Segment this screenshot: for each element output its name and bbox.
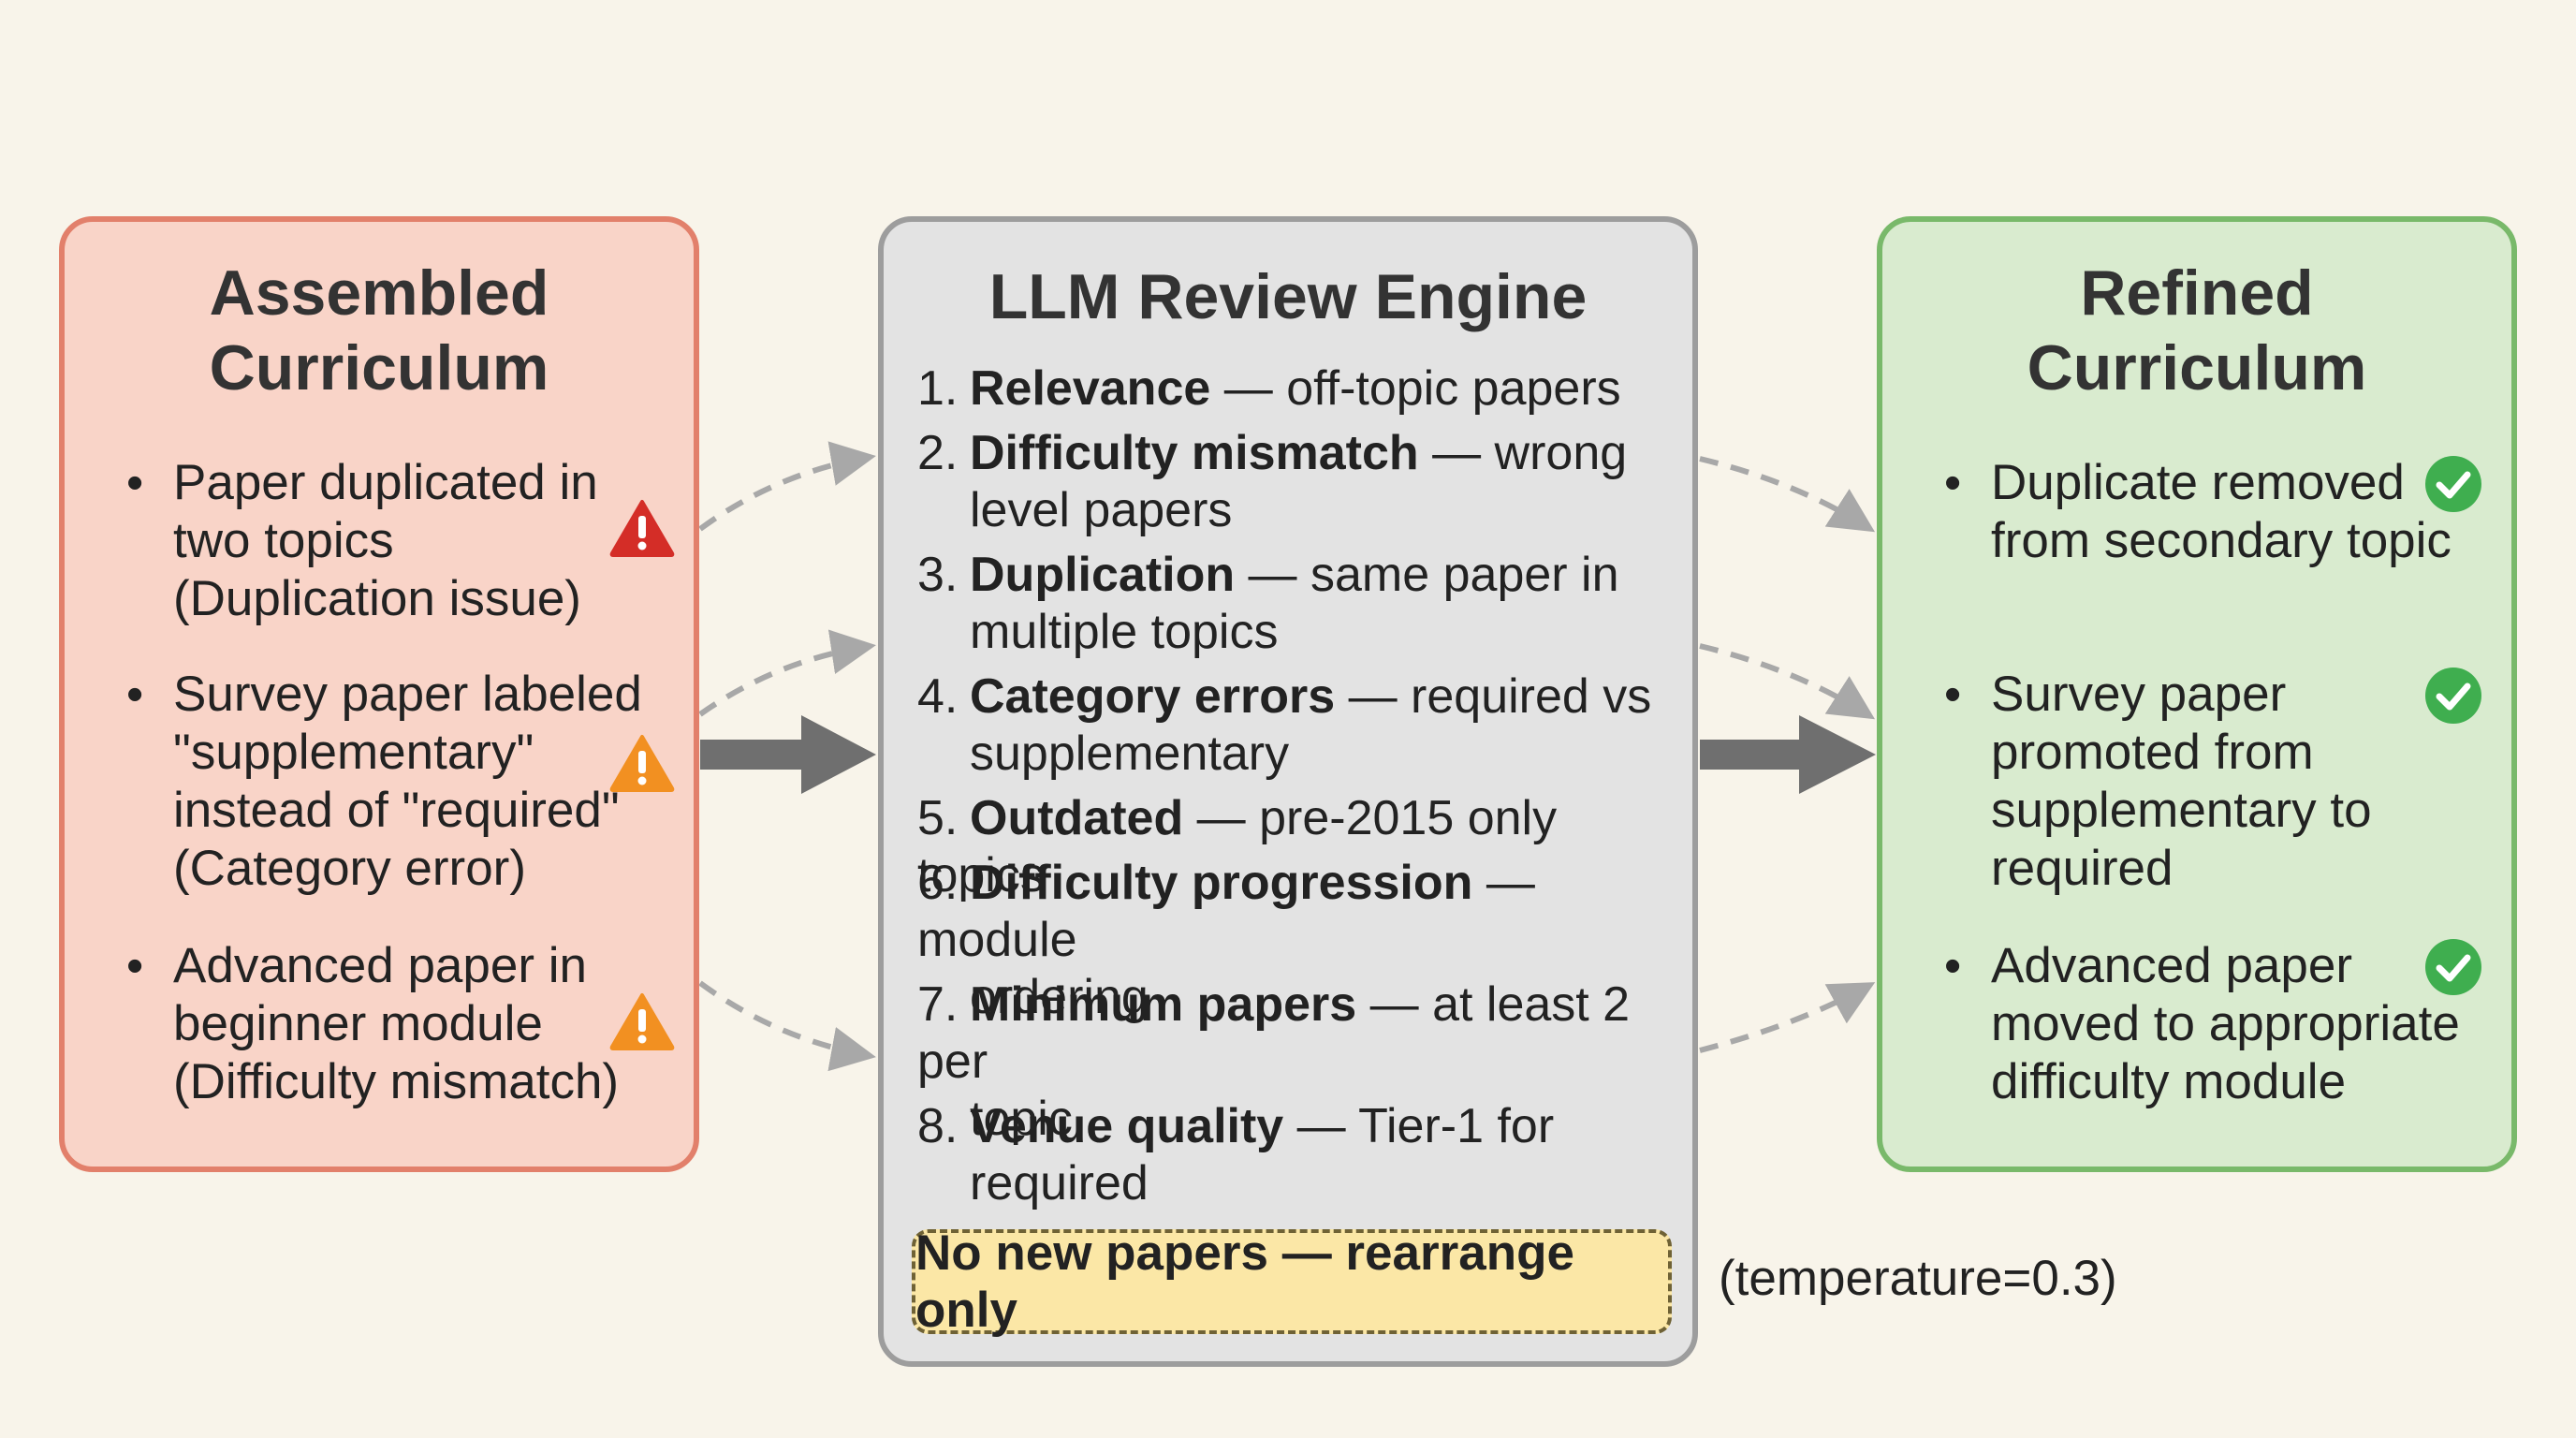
check-circle-icon: [2425, 668, 2481, 724]
panel-title: Refined Curriculum: [1882, 256, 2511, 405]
title-line-1: Assembled: [209, 257, 549, 329]
warning-orange-icon: [609, 993, 675, 1050]
review-criterion: 3.Duplication — same paper in multiple t…: [917, 548, 1619, 659]
panel-title: LLM Review Engine: [988, 261, 1588, 332]
refined-curriculum-panel: Refined Curriculum • Duplicate removed f…: [1877, 216, 2517, 1172]
list-item: • Paper duplicated in two topics (Duplic…: [126, 455, 598, 626]
title-line-2: Curriculum: [2027, 332, 2367, 404]
assembled-curriculum-panel: Assembled Curriculum • Paper duplicated …: [59, 216, 699, 1172]
review-criterion: 7.Minimum papers — at least 2 per topic: [917, 977, 1631, 1146]
check-circle-icon: [2425, 939, 2481, 995]
review-criterion: 2.Difficulty mismatch — wrong level pape…: [917, 426, 1628, 537]
review-criterion: 1.Relevance — off-topic papers: [917, 361, 1621, 416]
llm-review-engine-panel: LLM Review Engine 1.Relevance — off-topi…: [878, 216, 1698, 1367]
review-criterion: 4.Category errors — required vs suppleme…: [917, 669, 1652, 781]
dashed-arrow-right-2: [1699, 643, 1876, 720]
review-criterion: 6.Difficulty progression — module orderi…: [917, 856, 1535, 1024]
list-item: • Duplicate removed from secondary topic: [1944, 455, 2452, 568]
check-circle-icon: [2425, 456, 2481, 512]
dashed-arrow-left-2: [698, 629, 876, 717]
warning-red-icon: [609, 500, 675, 557]
list-item: • Survey paper promoted from supplementa…: [1944, 667, 2372, 896]
warning-orange-icon: [609, 735, 675, 792]
temperature-label: (temperature=0.3): [1719, 1251, 2117, 1306]
list-item: • Advanced paper moved to appropriate di…: [1944, 938, 2460, 1109]
constraint-note: No new papers — rearrange only: [912, 1225, 1672, 1338]
dashed-arrow-left-3: [698, 980, 876, 1072]
review-criterion: 5.Outdated — pre-2015 only topics: [917, 791, 1558, 902]
title-line-1: Refined: [2080, 257, 2314, 329]
list-item: • Advanced paper in beginner module (Dif…: [126, 938, 620, 1109]
main-arrow-right: [1700, 715, 1876, 794]
dashed-arrow-right-1: [1699, 456, 1876, 533]
title-line-2: Curriculum: [209, 332, 549, 404]
main-arrow-left: [700, 715, 876, 794]
dashed-arrow-left-1: [698, 441, 876, 532]
list-item: • Survey paper labeled "supplementary" i…: [126, 667, 642, 896]
dashed-arrow-right-3: [1699, 982, 1876, 1053]
panel-title: Assembled Curriculum: [65, 256, 694, 405]
review-criterion: 8.Venue quality — Tier-1 for required: [917, 1099, 1555, 1211]
